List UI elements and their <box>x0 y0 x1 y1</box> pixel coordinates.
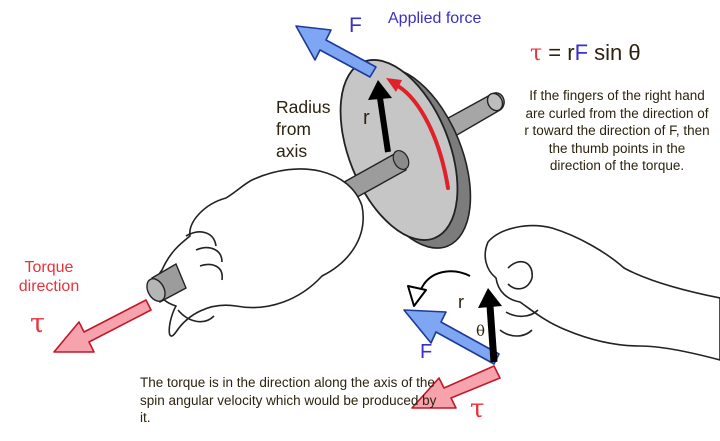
theta-label: θ <box>476 322 486 340</box>
formula-eq: = r <box>542 40 575 65</box>
force-arrow-small <box>403 309 500 365</box>
force-label-small: F <box>420 341 433 363</box>
torque-arrow-left <box>53 299 152 353</box>
torque-direction-label: Torque direction <box>18 259 80 295</box>
radius-arrow-disc <box>368 80 392 153</box>
rotation-curl-arrow <box>386 78 450 190</box>
axle-stub <box>146 262 187 304</box>
tau-label-small: τ <box>470 394 485 424</box>
force-label-top: F <box>349 14 362 37</box>
radius-from-axis-label: Radius from axis <box>276 97 331 161</box>
formula-F: F <box>574 40 589 65</box>
r-label-small: r <box>458 292 464 312</box>
left-hand <box>155 168 364 337</box>
torque-direction-caption: The torque is in the direction along the… <box>140 375 437 425</box>
applied-force-arrow <box>295 25 377 78</box>
torque-arrow-small <box>411 365 501 409</box>
small-curl-arrow <box>407 270 471 307</box>
right-hand-rule-text: If the fingers of the right hand are cur… <box>524 88 710 173</box>
r-label-disc: r <box>363 107 370 129</box>
radius-arrow-small <box>478 288 502 363</box>
formula-rest: sin θ <box>588 40 641 65</box>
applied-force-label: Applied force <box>388 10 482 27</box>
torque-formula: τ = rF sin θ <box>530 40 641 66</box>
right-hand <box>484 224 720 361</box>
tau-label-left: τ <box>30 308 45 339</box>
formula-tau: τ <box>530 41 543 66</box>
